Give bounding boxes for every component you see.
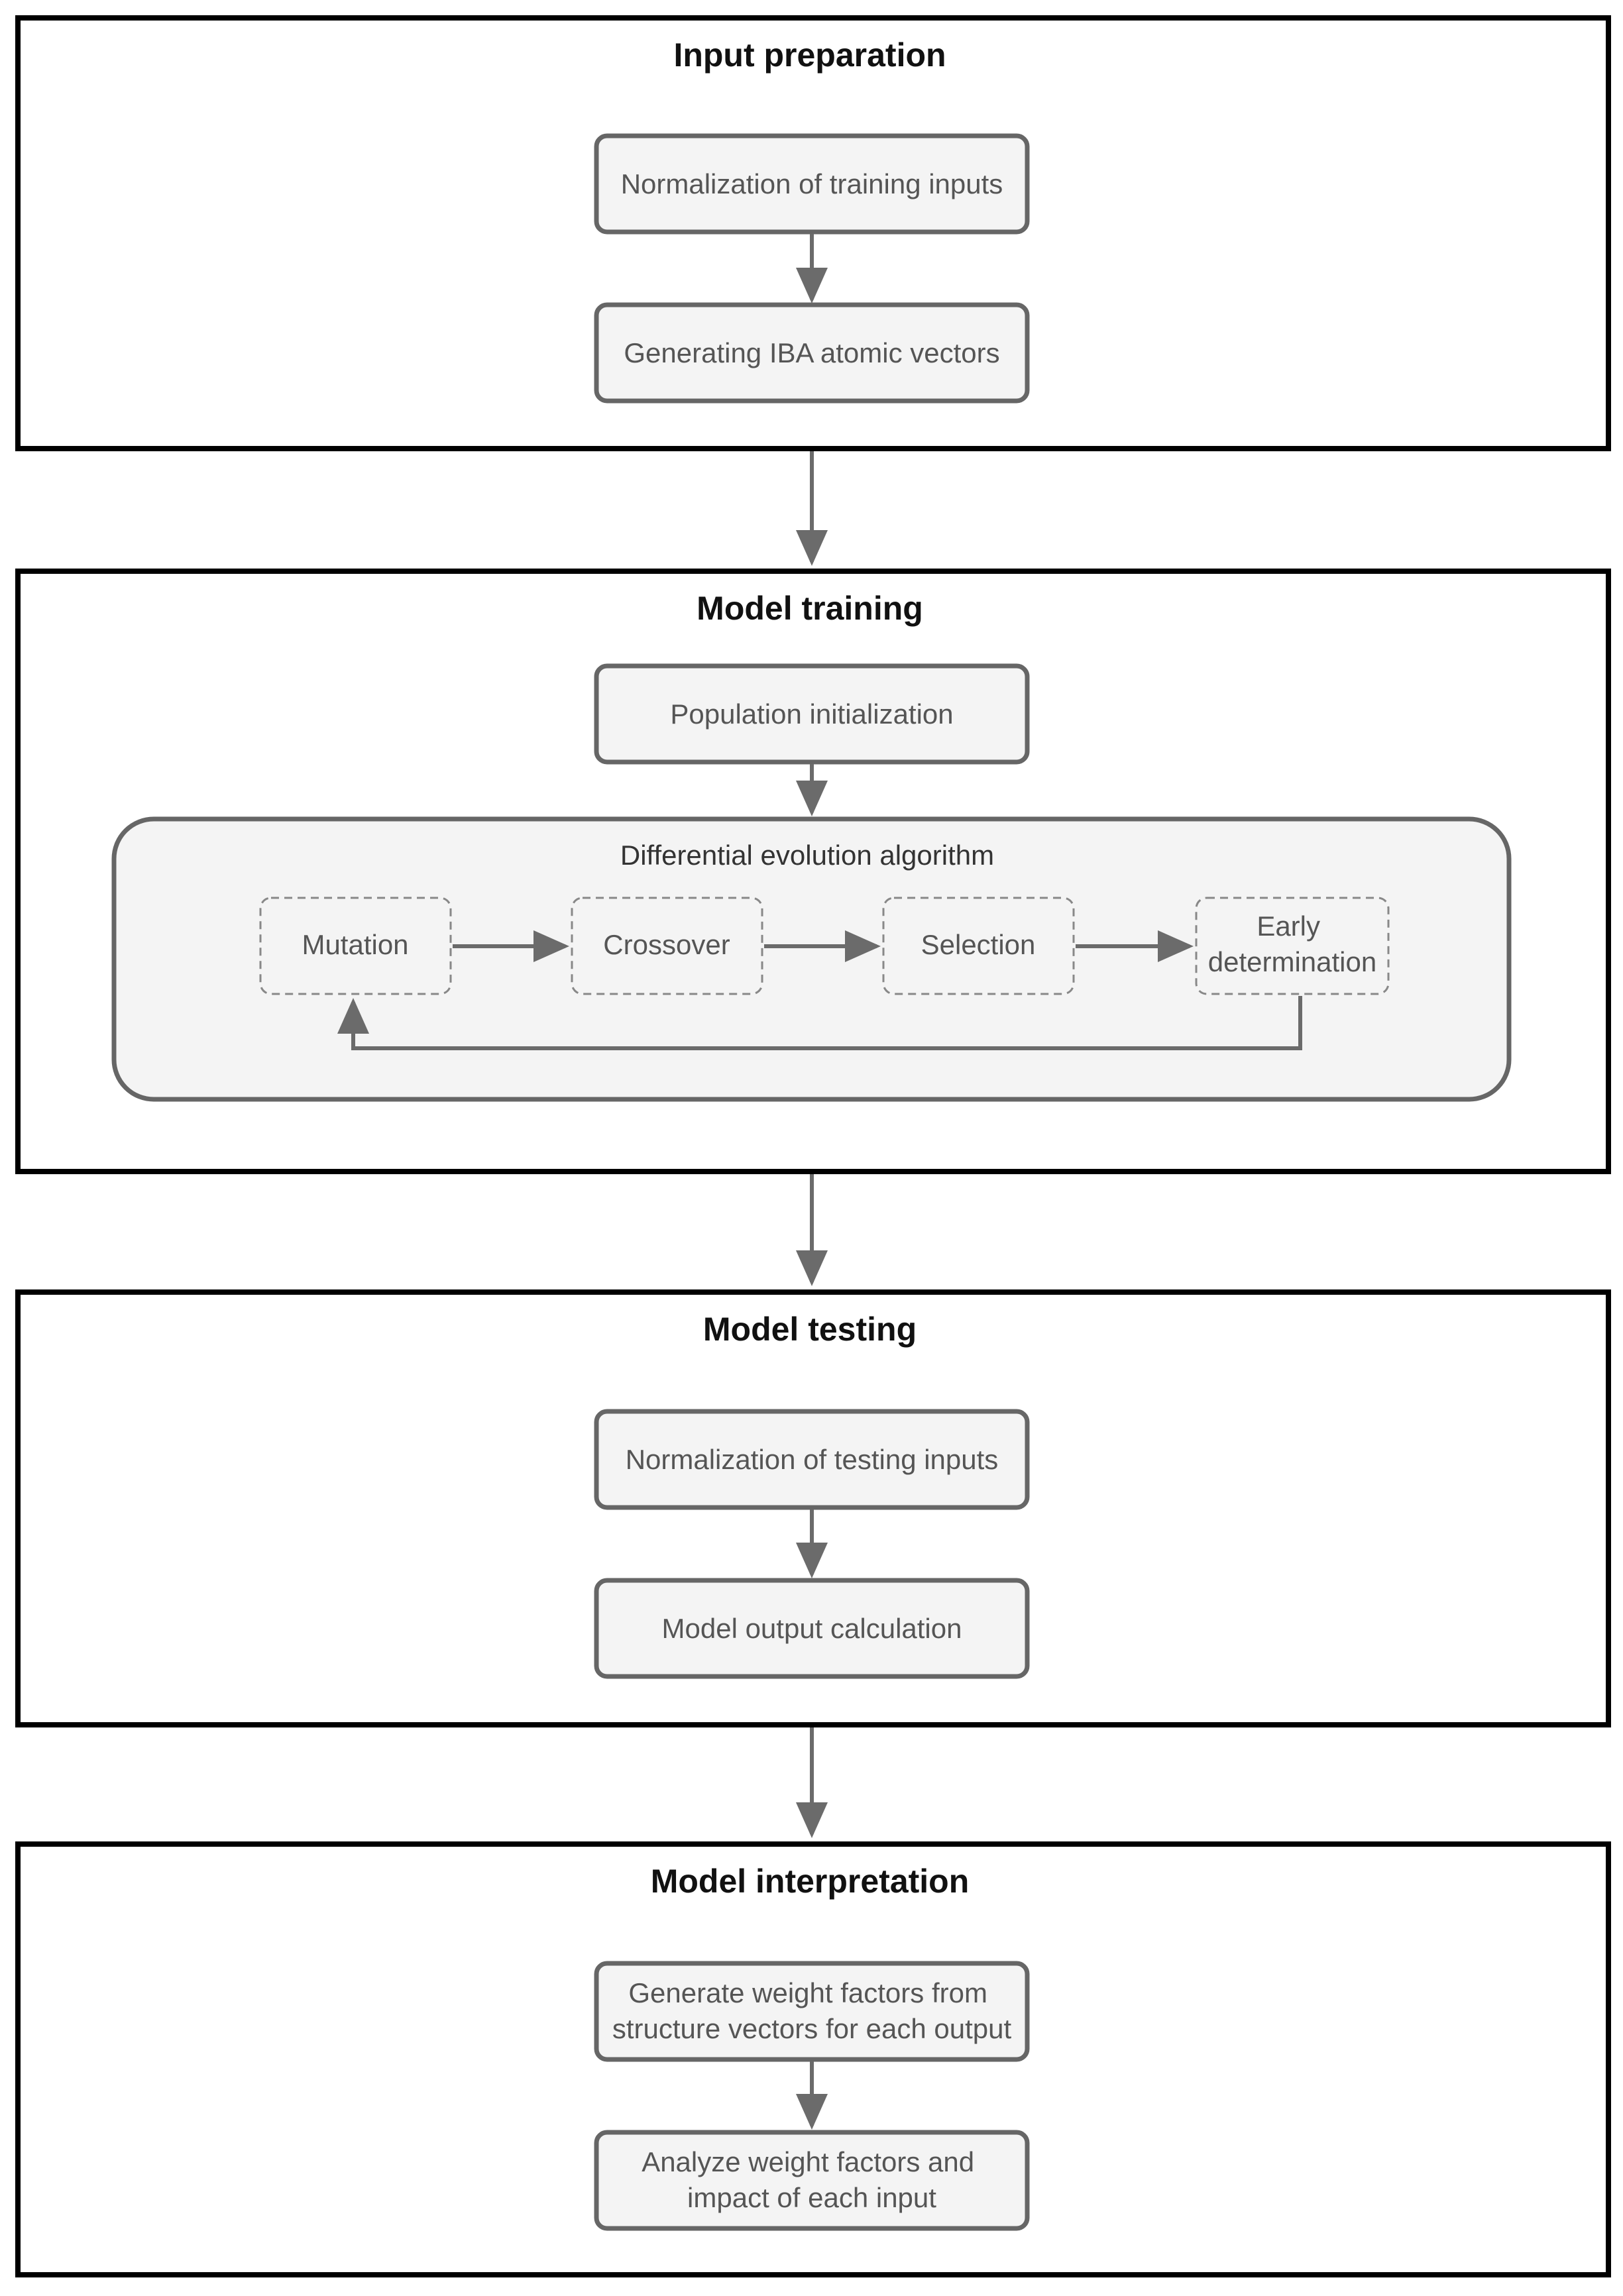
de-step-crossover [571, 897, 763, 995]
step-label-output-calculation: Model output calculation [662, 1613, 962, 1644]
de-step-early-determination-label: Early determination [1208, 910, 1376, 977]
step-label-analyze-weights: Analyze weight factors and impact of eac… [642, 2146, 982, 2213]
step-label-generate-weights: Generate weight factors from structure v… [612, 1977, 1012, 2044]
step-box-normalization-training [594, 133, 1030, 235]
step-label-atomic-vectors: Generating IBA atomic vectors [624, 337, 999, 368]
section-title-input-preparation: Input preparation [673, 36, 946, 74]
arrow-loop-back-to-mutation [337, 996, 1302, 1050]
analyze-weights-line-2: impact of each input [687, 2182, 936, 2213]
step-label-normalization-training: Normalization of training inputs [621, 168, 1003, 199]
step-box-normalization-testing [594, 1409, 1030, 1510]
analyze-weights-line-1: Analyze weight factors and [642, 2146, 974, 2177]
step-box-output-calculation [594, 1578, 1030, 1679]
step-label-population-init: Population initialization [670, 698, 953, 730]
step-box-generate-weights [594, 1961, 1030, 2062]
de-step-selection-label: Selection [921, 929, 1036, 960]
early-line-2: determination [1208, 946, 1376, 977]
generate-weights-line-2: structure vectors for each output [612, 2013, 1012, 2044]
step-box-atomic-vectors [594, 302, 1030, 404]
step-box-population-init [594, 663, 1030, 765]
section-title-model-interpretation: Model interpretation [651, 1863, 970, 1900]
de-step-crossover-label: Crossover [603, 929, 730, 960]
de-algorithm-group [111, 816, 1512, 1102]
section-title-model-testing: Model testing [703, 1311, 917, 1348]
de-step-early-determination [1195, 897, 1390, 995]
step-box-analyze-weights [594, 2130, 1030, 2231]
section-title-model-training: Model training [697, 590, 923, 627]
de-algorithm-title: Differential evolution algorithm [620, 840, 994, 871]
de-step-mutation [259, 897, 452, 995]
de-step-selection [882, 897, 1075, 995]
generate-weights-line-1: Generate weight factors from [628, 1977, 987, 2008]
de-step-mutation-label: Mutation [302, 929, 408, 960]
step-label-normalization-testing: Normalization of testing inputs [626, 1444, 999, 1475]
early-line-1: Early [1257, 910, 1320, 942]
